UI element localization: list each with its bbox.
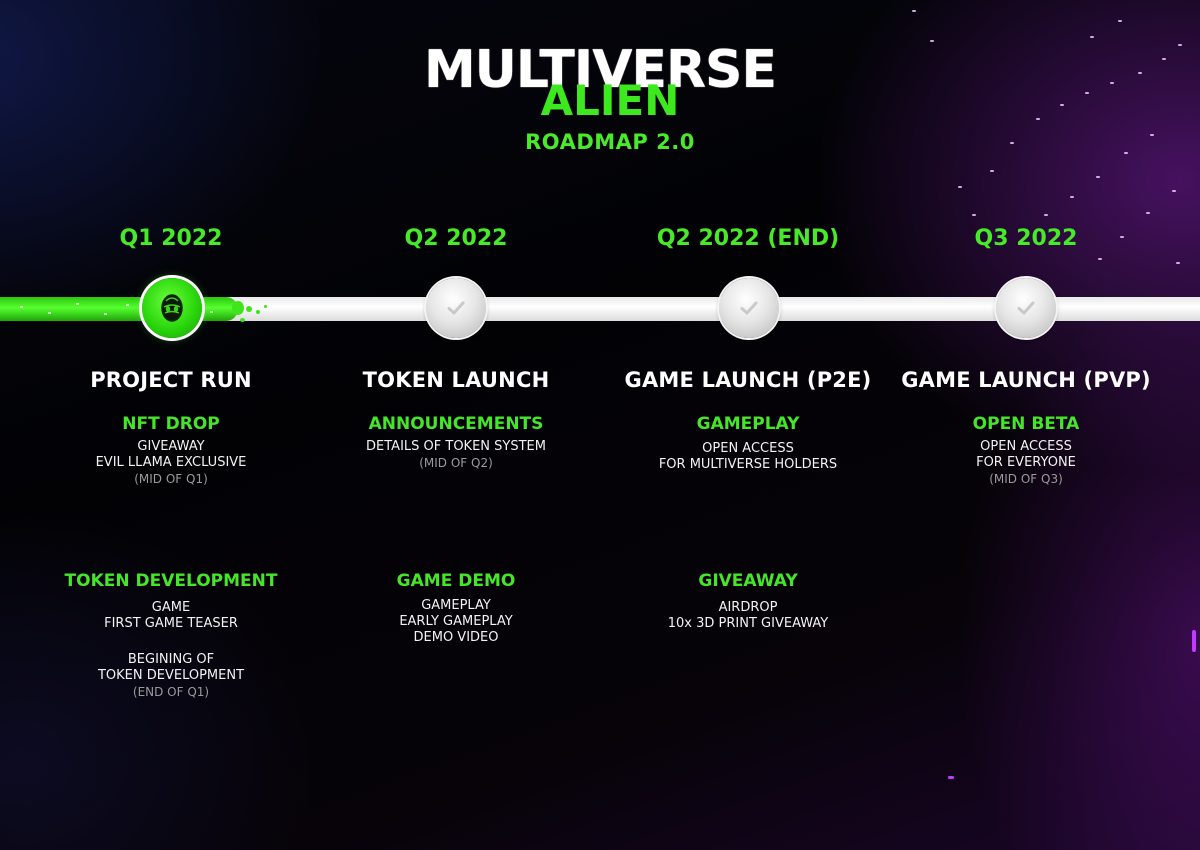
phase-heading: GAME LAUNCH (P2E) [624,368,872,392]
block-line: EVIL LLAMA EXCLUSIVE [95,455,247,470]
block-note: (MID OF Q1) [134,472,208,486]
block-note: (MID OF Q3) [989,472,1063,486]
check-icon [1017,301,1035,315]
block-line: 10x 3D PRINT GIVEAWAY [667,616,829,631]
check-icon [740,301,758,315]
phase-heading: TOKEN LAUNCH [362,368,550,392]
milestone-node-q1 [142,278,202,338]
block-line: BEGINING OF [127,652,215,667]
phase-1-block-2: TOKEN DEVELOPMENT GAME FIRST GAME TEASER… [21,570,321,700]
milestone-node-q2 [426,278,486,338]
phase-heading: GAME LAUNCH (PVP) [901,368,1151,392]
block-title: GAMEPLAY [696,414,800,434]
block-title: GAME DEMO [396,571,516,591]
block-line: TOKEN DEVELOPMENT [97,668,245,683]
quarter-label-1: Q1 2022 [119,226,223,251]
logo-title-top: MULTIVERSE [423,40,777,100]
quarter-label-2: Q2 2022 [404,226,508,251]
check-icon [447,301,465,315]
block-line: GAMEPLAY [421,598,491,613]
block-line: FOR EVERYONE [976,455,1076,470]
block-note: (END OF Q1) [132,685,210,699]
block-line: GAME [151,600,191,615]
block-line: DEMO VIDEO [413,630,499,645]
block-line: OPEN ACCESS [980,439,1072,454]
phase-2: TOKEN LAUNCH ANNOUNCEMENTS DETAILS OF TO… [306,367,606,471]
quarter-label-3: Q2 2022 (END) [656,226,840,251]
block-line: FIRST GAME TEASER [104,616,238,631]
block-title: NFT DROP [122,414,220,434]
block-title: TOKEN DEVELOPMENT [64,571,278,591]
block-note: (MID OF Q2) [419,456,493,470]
quarter-label-4: Q3 2022 [974,226,1078,251]
phase-4: GAME LAUNCH (PVP) OPEN BETA OPEN ACCESS … [876,367,1176,487]
milestone-node-q3 [996,278,1056,338]
phase-heading: PROJECT RUN [90,368,252,392]
block-line: DETAILS OF TOKEN SYSTEM [366,439,546,454]
logo-title-bottom: ALIEN [540,76,680,125]
phase-3: GAME LAUNCH (P2E) GAMEPLAY OPEN ACCESS F… [598,367,898,473]
phase-2-block-2: GAME DEMO GAMEPLAY EARLY GAMEPLAY DEMO V… [306,570,606,646]
alien-icon [161,294,183,322]
timeline-progress [0,297,238,321]
roadmap-subtitle: ROADMAP 2.0 [525,130,695,154]
block-line: EARLY GAMEPLAY [399,614,513,629]
phase-3-block-2: GIVEAWAY AIRDROP 10x 3D PRINT GIVEAWAY [598,570,898,632]
block-title: ANNOUNCEMENTS [368,414,544,434]
block-title: OPEN BETA [972,414,1080,434]
block-line: AIRDROP [718,600,778,615]
block-line: FOR MULTIVERSE HOLDERS [658,457,838,472]
block-title: GIVEAWAY [698,571,798,591]
phase-1: PROJECT RUN NFT DROP GIVEAWAY EVIL LLAMA… [21,367,321,487]
block-line: OPEN ACCESS [702,441,794,456]
block-line: GIVEAWAY [137,439,205,454]
milestone-node-q2-end [719,278,779,338]
